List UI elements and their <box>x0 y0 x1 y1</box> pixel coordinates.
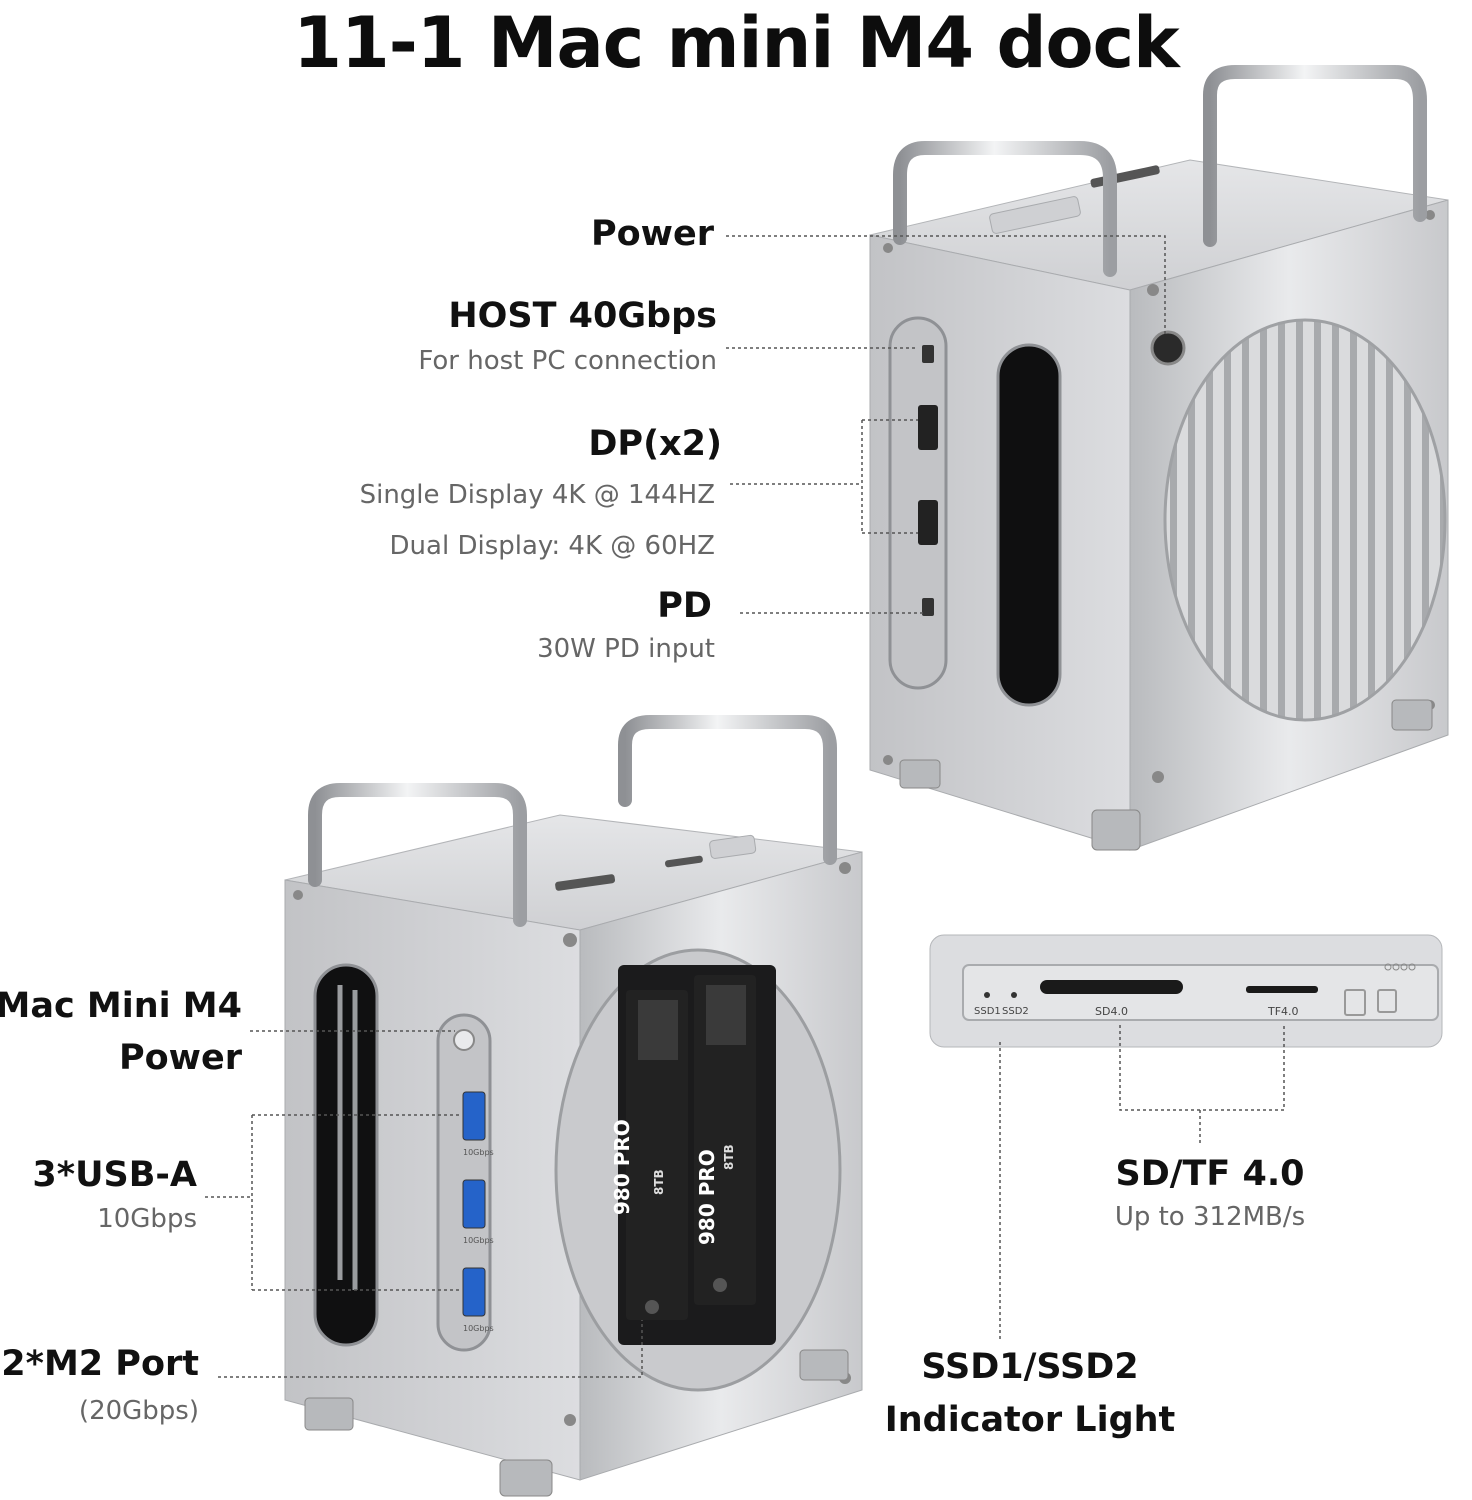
tf40-text: TF4.0 <box>1268 1005 1299 1018</box>
m2-sub: (20Gbps) <box>78 1396 199 1426</box>
tf-slot <box>1246 986 1318 993</box>
lower-dock <box>284 715 863 1497</box>
dp-sub-dual: Dual Display: 4K @ 60HZ <box>389 531 715 561</box>
ssd1-brand: 980 PRO <box>610 1119 634 1215</box>
usb-label: 3*USB-A <box>32 1155 197 1195</box>
mac-power-label-2: Power <box>118 1038 242 1078</box>
upper-vent-slot <box>996 343 1062 707</box>
power-label: Power <box>590 214 714 254</box>
lower-vent-slot <box>313 963 379 1347</box>
upper-handle-left <box>893 141 1117 277</box>
host-label: HOST 40Gbps <box>448 296 717 336</box>
ssd1-text: SSD1 <box>974 1006 1001 1017</box>
dp-label: DP(x2) <box>588 424 722 464</box>
sd-card-icon <box>1344 989 1366 1016</box>
sdtf-label: SD/TF 4.0 <box>1115 1154 1305 1194</box>
ssd-indicator-label-1: SSD1/SSD2 <box>921 1347 1139 1387</box>
leader-lines <box>205 235 1285 1378</box>
sd-slot <box>1040 980 1183 994</box>
ssd2-led <box>1011 992 1017 998</box>
ssd-indicator-label-2: Indicator Light <box>884 1400 1176 1440</box>
pd-sub: 30W PD input <box>537 634 715 664</box>
ssd1-capacity: 8TB <box>652 1169 666 1195</box>
pd-label: PD <box>657 586 712 626</box>
usb-sub: 10Gbps <box>97 1204 197 1234</box>
m2-label: 2*M2 Port <box>1 1344 199 1384</box>
lower-handle-left <box>308 783 527 927</box>
dp-sub-single: Single Display 4K @ 144HZ <box>359 480 715 510</box>
ssd1-led <box>984 992 990 998</box>
usb-port-tag-3: 10Gbps <box>463 1324 494 1333</box>
mac-power-label-1: Mac Mini M4 <box>0 986 242 1026</box>
ssd2-brand: 980 PRO <box>695 1149 719 1245</box>
upper-handle-right <box>1203 65 1427 247</box>
lower-handle-right <box>618 715 837 865</box>
ssd2-capacity: 8TB <box>722 1144 736 1170</box>
usb-port-tag-1: 10Gbps <box>463 1148 494 1157</box>
upper-dock <box>869 65 1449 851</box>
sd40-text: SD4.0 <box>1095 1005 1128 1018</box>
usb-port-tag-2: 10Gbps <box>463 1236 494 1245</box>
ssd2-text: SSD2 <box>1002 1006 1029 1017</box>
sdtf-sub: Up to 312MB/s <box>1114 1202 1306 1232</box>
ssd-card-1 <box>626 990 688 1320</box>
host-sub: For host PC connection <box>418 346 717 376</box>
ssd-card-2 <box>694 975 756 1305</box>
front-panel-closeup <box>929 934 1443 1048</box>
page-title: 11-1 Mac mini M4 dock <box>293 2 1179 84</box>
upper-power-button <box>1150 330 1186 366</box>
tf-card-icon <box>1377 989 1397 1013</box>
